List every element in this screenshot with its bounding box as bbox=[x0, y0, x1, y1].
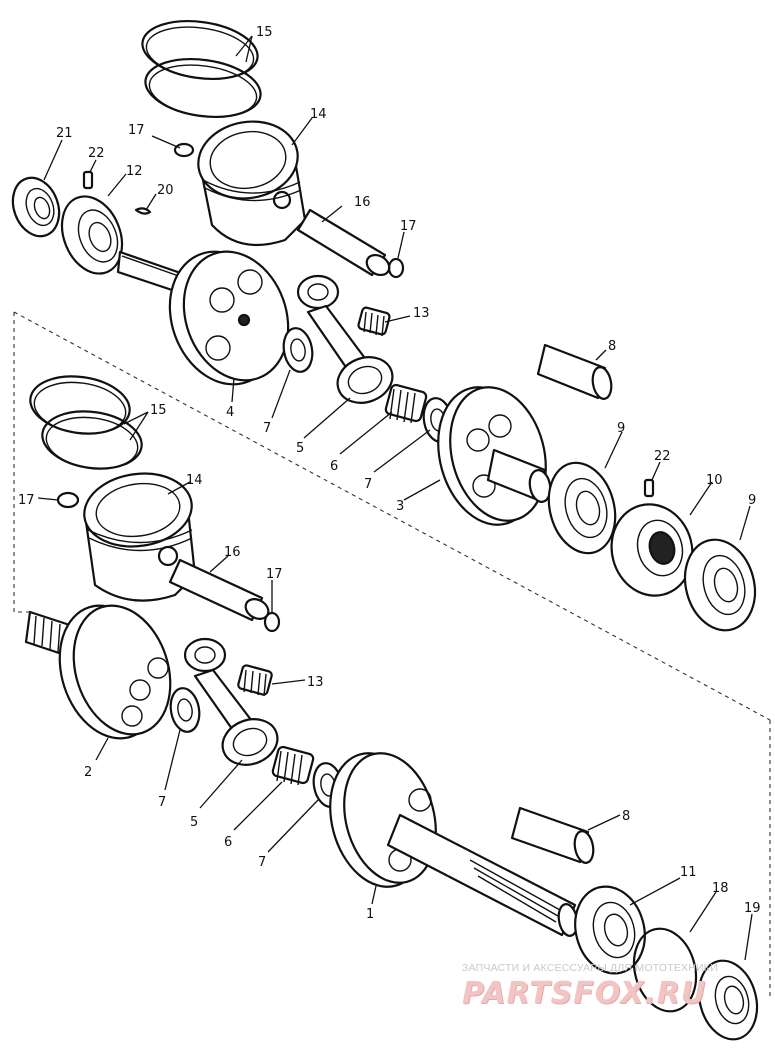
callout-13: 13 bbox=[413, 306, 430, 321]
small-end-bearing-bottom bbox=[237, 664, 273, 697]
callout-7: 7 bbox=[158, 795, 166, 810]
callout-17: 17 bbox=[128, 123, 145, 138]
callout-6: 6 bbox=[330, 459, 338, 474]
callout-17: 17 bbox=[18, 493, 35, 508]
callout-22: 22 bbox=[654, 449, 671, 464]
piston-bottom bbox=[83, 472, 197, 602]
callout-19: 19 bbox=[744, 901, 761, 916]
callout-21: 21 bbox=[56, 126, 73, 141]
small-end-bearing-top bbox=[357, 306, 391, 337]
callout-8: 8 bbox=[622, 809, 630, 824]
crank-pin-top bbox=[536, 343, 613, 400]
oil-seal-bottom bbox=[697, 959, 759, 1041]
thrust-washer-top-a bbox=[282, 327, 314, 373]
callout-14: 14 bbox=[186, 473, 203, 488]
circlip-top-right bbox=[387, 257, 405, 279]
piston-pin-bottom bbox=[168, 558, 270, 622]
crank-web-bottom bbox=[24, 604, 172, 740]
callout-6: 6 bbox=[224, 835, 232, 850]
main-bearing-11 bbox=[574, 885, 646, 975]
retaining-ring-large bbox=[632, 927, 698, 1013]
circlip-bottom-right bbox=[263, 611, 281, 633]
callout-2: 2 bbox=[84, 765, 92, 780]
callout-18: 18 bbox=[712, 881, 729, 896]
callout-11: 11 bbox=[680, 865, 697, 880]
big-end-bearing-bottom bbox=[271, 745, 315, 786]
callout-16: 16 bbox=[224, 545, 241, 560]
dowel-pin-mid bbox=[643, 478, 655, 498]
callout-1: 1 bbox=[366, 907, 374, 922]
piston-pin-top bbox=[296, 208, 391, 277]
callout-20: 20 bbox=[157, 183, 174, 198]
callout-17: 17 bbox=[400, 219, 417, 234]
main-bearing-top bbox=[60, 195, 124, 275]
callout-5: 5 bbox=[296, 441, 304, 456]
callout-15: 15 bbox=[150, 403, 167, 418]
callout-labels: 15 14 17 21 22 12 20 16 17 13 8 4 7 5 6 … bbox=[18, 25, 761, 922]
piston-rings-bottom bbox=[29, 375, 143, 470]
callout-14: 14 bbox=[310, 107, 327, 122]
callout-12: 12 bbox=[126, 164, 143, 179]
callout-4: 4 bbox=[226, 405, 234, 420]
main-bearing-9b bbox=[683, 538, 757, 632]
oil-seal-top bbox=[11, 176, 61, 238]
callout-22: 22 bbox=[88, 146, 105, 161]
leader-lines bbox=[37, 35, 753, 961]
callout-9: 9 bbox=[748, 493, 756, 508]
big-end-bearing-top bbox=[384, 383, 428, 424]
callout-15: 15 bbox=[256, 25, 273, 40]
callout-5: 5 bbox=[190, 815, 198, 830]
callout-7: 7 bbox=[364, 477, 372, 492]
callout-17: 17 bbox=[266, 567, 283, 582]
connecting-rod-top bbox=[296, 274, 394, 404]
circlip-top-left bbox=[173, 142, 195, 158]
callout-7: 7 bbox=[263, 421, 271, 436]
crank-pin-bottom bbox=[510, 806, 595, 864]
callout-8: 8 bbox=[608, 339, 616, 354]
callout-13: 13 bbox=[307, 675, 324, 690]
crank-web-1 bbox=[329, 752, 579, 937]
callout-9: 9 bbox=[617, 421, 625, 436]
connecting-rod-bottom bbox=[183, 637, 279, 766]
woodruff-key bbox=[134, 207, 152, 215]
thrust-washer-bottom-a bbox=[169, 687, 201, 733]
main-bearing-9a bbox=[547, 461, 617, 555]
circlip-bottom-left bbox=[56, 491, 80, 509]
crank-web-3 bbox=[437, 386, 552, 526]
callout-7: 7 bbox=[258, 855, 266, 870]
callout-3: 3 bbox=[396, 499, 404, 514]
callout-16: 16 bbox=[354, 195, 371, 210]
bearing-housing bbox=[610, 503, 694, 597]
piston-top bbox=[197, 120, 307, 247]
callout-10: 10 bbox=[706, 473, 723, 488]
piston-rings-top bbox=[141, 20, 262, 118]
dashed-assembly-lines bbox=[13, 311, 771, 1000]
crank-web-top bbox=[116, 250, 290, 386]
dowel-pin-top bbox=[82, 170, 94, 190]
